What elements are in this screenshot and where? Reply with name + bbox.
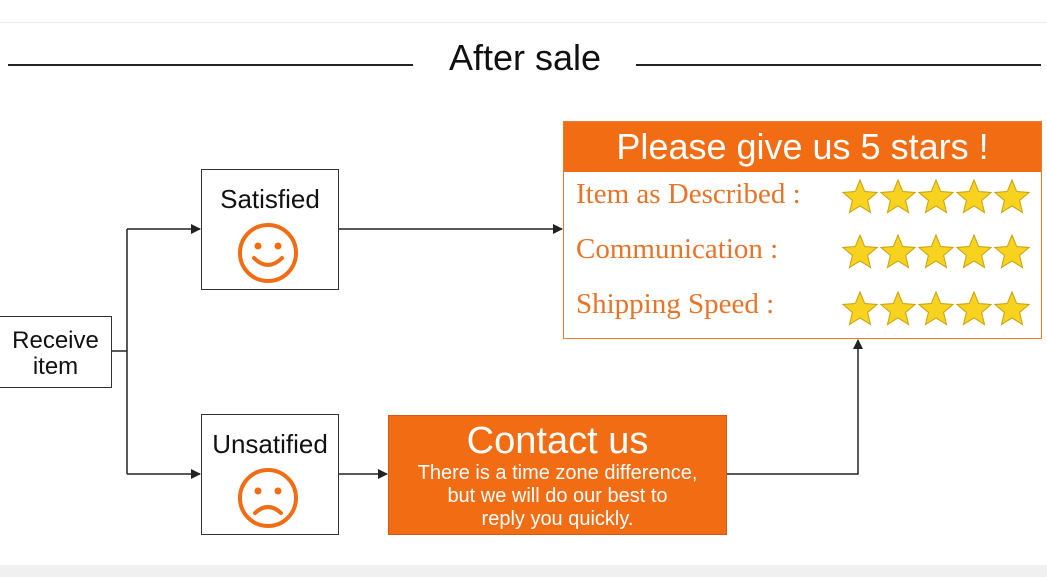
star-icon <box>879 290 917 326</box>
star-icon <box>879 233 917 269</box>
star-icon <box>955 233 993 269</box>
star-rating-shipping-speed <box>840 289 1035 329</box>
contact-us-title: Contact us <box>466 420 649 462</box>
top-border <box>0 0 1047 23</box>
star-icon <box>955 178 993 214</box>
rating-heading: Please give us 5 stars ! <box>564 122 1041 172</box>
receive-item-label-line2: item <box>32 353 79 380</box>
bottom-border <box>0 565 1047 577</box>
unsatisfied-box: Unsatified <box>201 414 339 535</box>
star-icon <box>917 178 955 214</box>
star-icon <box>993 233 1031 269</box>
smiley-face-icon <box>238 223 298 283</box>
title-rule-right <box>636 64 1041 66</box>
receive-item-label-line1: Receive <box>12 327 99 354</box>
satisfied-box: Satisfied <box>201 169 339 290</box>
contact-message-line-3: reply you quickly. <box>481 508 634 530</box>
star-icon <box>841 290 879 326</box>
contact-us-box: Contact us There is a time zone differen… <box>388 415 727 535</box>
star-icon <box>993 290 1031 326</box>
star-rating-item-described <box>840 177 1035 217</box>
star-rating-communication <box>840 232 1035 272</box>
star-icon <box>917 233 955 269</box>
star-icon <box>955 290 993 326</box>
star-icon <box>841 233 879 269</box>
rating-panel: Please give us 5 stars ! Item as Describ… <box>563 121 1042 339</box>
star-icon <box>841 178 879 214</box>
rating-label-item-described: Item as Described : <box>576 178 801 210</box>
star-icon <box>879 178 917 214</box>
title-rule-left <box>8 64 413 66</box>
arrow-contact-to-rating <box>727 339 863 475</box>
star-icon <box>917 290 955 326</box>
unsatisfied-label: Unsatified <box>212 429 328 459</box>
sad-face-icon <box>238 468 298 528</box>
rating-label-shipping-speed: Shipping Speed : <box>576 288 775 320</box>
contact-message-line-1: There is a time zone difference, <box>417 462 698 484</box>
rating-label-communication: Communication : <box>576 233 779 265</box>
page-title: After sale <box>448 37 602 78</box>
star-icon <box>993 178 1031 214</box>
receive-item-box: Receive item <box>0 316 112 388</box>
satisfied-label: Satisfied <box>220 184 320 214</box>
contact-message-line-2: but we will do our best to <box>447 485 668 507</box>
